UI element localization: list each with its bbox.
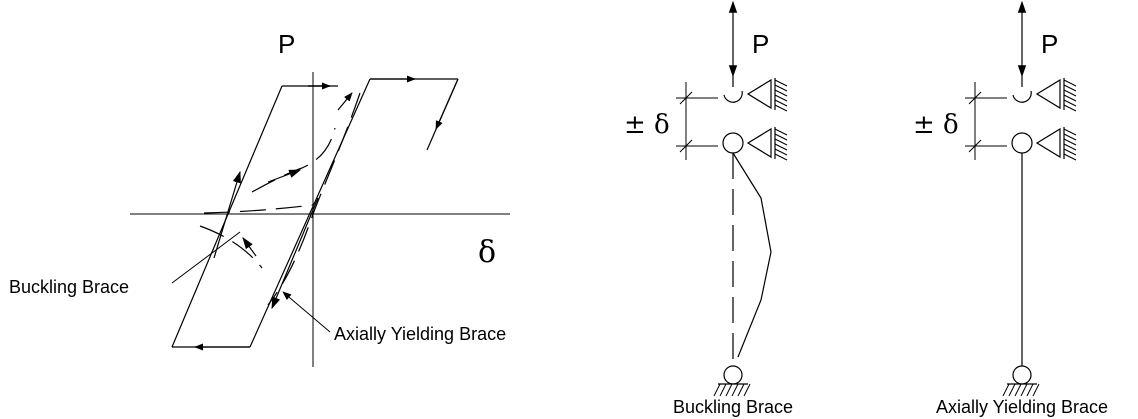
yielding-brace-callout: Axially Yielding Brace [334, 324, 506, 344]
yielding-brace-column: P ± δ Axially Yield [913, 0, 1108, 417]
yielding-brace-leader [282, 291, 331, 333]
yielding-brace-loop [171, 75, 459, 351]
displacement-label: ± δ [624, 110, 670, 140]
hysteresis-plot: P δ [9, 29, 510, 367]
column-caption: Buckling Brace [673, 397, 793, 417]
column-caption: Axially Yielding Brace [936, 397, 1108, 417]
displacement-label: ± δ [913, 110, 959, 140]
p-axis-label: P [278, 29, 295, 59]
buckling-brace-leader [171, 231, 241, 284]
buckling-brace-loop [199, 92, 361, 306]
buckled-brace-shape [732, 152, 772, 358]
load-label: P [752, 29, 769, 59]
delta-axis-label: δ [478, 235, 496, 270]
buckling-brace-callout: Buckling Brace [9, 277, 129, 297]
buckling-brace-column: P ± δ [624, 0, 793, 417]
load-label: P [1041, 29, 1058, 59]
